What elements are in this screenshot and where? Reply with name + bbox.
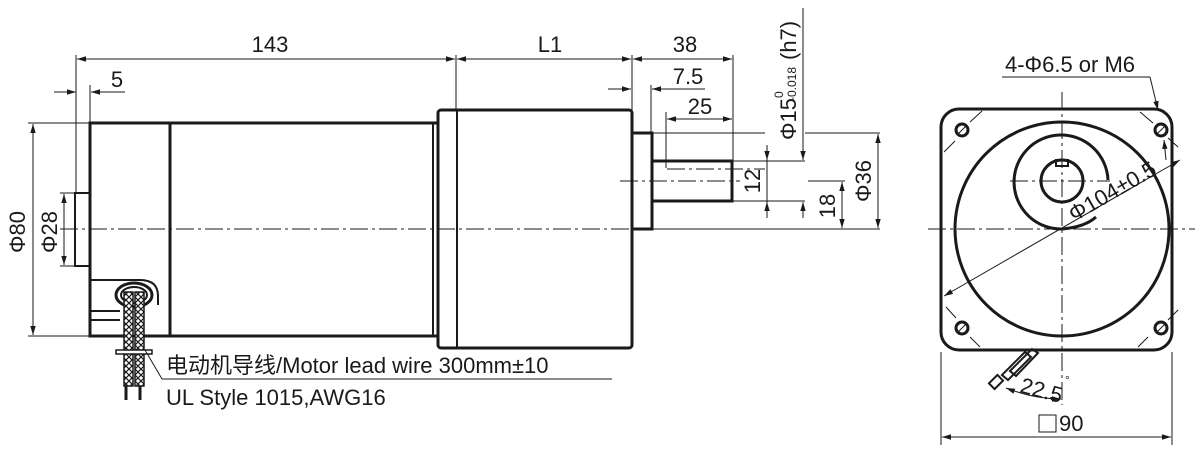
pcd-tick <box>943 140 956 153</box>
dim-key-width: 12 <box>740 169 765 193</box>
square-symbol-icon <box>1038 414 1057 433</box>
dim-shaft-offset: 18 <box>815 194 840 218</box>
mounting-holes <box>954 122 1169 336</box>
pcd-tick <box>969 336 981 348</box>
lead-wire <box>123 291 134 387</box>
dim-shaft-step: 7.5 <box>673 64 704 89</box>
dim-gearhead-length: L1 <box>538 32 562 57</box>
output-shaft <box>650 159 734 203</box>
wire-grommet <box>114 281 154 309</box>
leader-line <box>1162 139 1168 161</box>
hole-mark <box>1156 323 1166 333</box>
dim-shaft-tol-upper: 0 <box>772 91 786 98</box>
dim-arc-angle <box>1005 387 1062 402</box>
lead-wire-note-line1: 电动机导线/Motor lead wire 300mm±10 <box>166 353 549 378</box>
pcd-tick <box>1137 336 1149 348</box>
leader-line <box>144 349 163 380</box>
lead-wire <box>134 291 145 387</box>
dim-motor-diameter: Φ80 <box>5 211 30 253</box>
mounting-hole <box>1153 122 1169 138</box>
dim-shaft-fit: (h7) <box>776 21 801 60</box>
dim-line-pcd <box>943 159 1181 297</box>
dim-shaft-diameter-group: Φ15 0 -0.018 (h7) <box>772 21 801 140</box>
pcd-tick <box>1139 111 1154 124</box>
dim-shaft-diameter: Φ15 <box>776 98 801 140</box>
mounting-hole <box>1153 320 1169 336</box>
dim-wire-angle-unit: ° <box>1065 373 1070 387</box>
dim-rear-boss-length: 5 <box>111 67 123 92</box>
side-view: 143 5 L1 38 7.5 25 12 Φ15 <box>5 8 881 410</box>
mounting-hole <box>954 122 970 138</box>
wire-grommet-inner <box>120 286 148 304</box>
dim-pilot-diameter: Φ36 <box>851 160 876 202</box>
dim-shaft-tol-lower: -0.018 <box>785 67 799 101</box>
front-view: 4-Φ6.5 or M6 Φ104±0.5 22.5 ° 90 <box>928 52 1195 445</box>
lead-wire-note-line2: UL Style 1015,AWG16 <box>166 385 386 410</box>
wire-outlet-housing <box>90 279 159 305</box>
dim-flange-size: 90 <box>1059 411 1083 436</box>
rear-boss <box>74 192 90 267</box>
dim-motor-length: 143 <box>252 32 289 57</box>
wire-outlet-tip <box>987 373 1005 391</box>
dim-key-length: 25 <box>688 94 712 119</box>
wire-clamp <box>115 349 153 355</box>
wire-outlet-body <box>1000 350 1033 382</box>
lead-wires <box>115 291 153 400</box>
pcd-tick <box>1167 309 1179 321</box>
front-wire-outlet <box>987 347 1040 391</box>
hole-mark <box>957 323 967 333</box>
dim-shaft-overall: 38 <box>673 32 697 57</box>
leader-line <box>1149 76 1159 111</box>
pcd-tick <box>969 110 983 123</box>
hole-mark <box>957 125 967 135</box>
mounting-holes-note: 4-Φ6.5 or M6 <box>1005 52 1135 77</box>
pcd-tick <box>945 306 957 319</box>
dim-wire-angle: 22.5 <box>1018 373 1066 408</box>
mounting-hole <box>954 320 970 336</box>
dim-rear-boss-diameter: Φ28 <box>37 211 62 253</box>
hole-mark <box>1156 125 1166 135</box>
wire-outlet-body <box>1008 347 1040 378</box>
pcd-tick <box>1167 137 1179 148</box>
